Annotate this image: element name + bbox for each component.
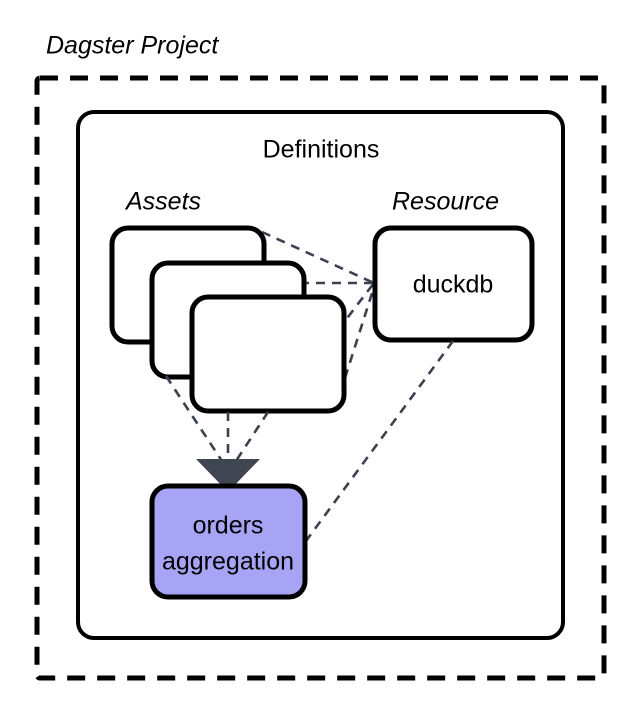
edge-asset-middle-to-orders [164, 375, 224, 462]
edge-layer-downstream [164, 340, 455, 542]
asset-card-front[interactable] [189, 294, 347, 414]
duckdb-node[interactable] [372, 225, 535, 343]
assets-group-label: Assets [124, 188, 201, 216]
orders-aggregation-node[interactable] [149, 483, 308, 600]
project-container-label: Dagster Project [46, 32, 219, 60]
project-container-border [34, 75, 607, 681]
orders-aggregation-label-line-1: orders [193, 512, 264, 540]
edge-asset-front-to-duckdb [336, 282, 376, 331]
resource-group-label: Resource [392, 188, 499, 216]
edge-layer [261, 230, 376, 379]
arrowhead-icon [196, 459, 260, 492]
edge-asset-front-right-to-orders [234, 411, 270, 462]
definitions-container-border [76, 110, 565, 640]
edge-asset-back-to-duckdb [261, 230, 375, 285]
duckdb-node-label: duckdb [413, 271, 494, 299]
definitions-container-label: Definitions [263, 136, 380, 164]
orders-aggregation-label-line-2: aggregation [162, 548, 294, 576]
